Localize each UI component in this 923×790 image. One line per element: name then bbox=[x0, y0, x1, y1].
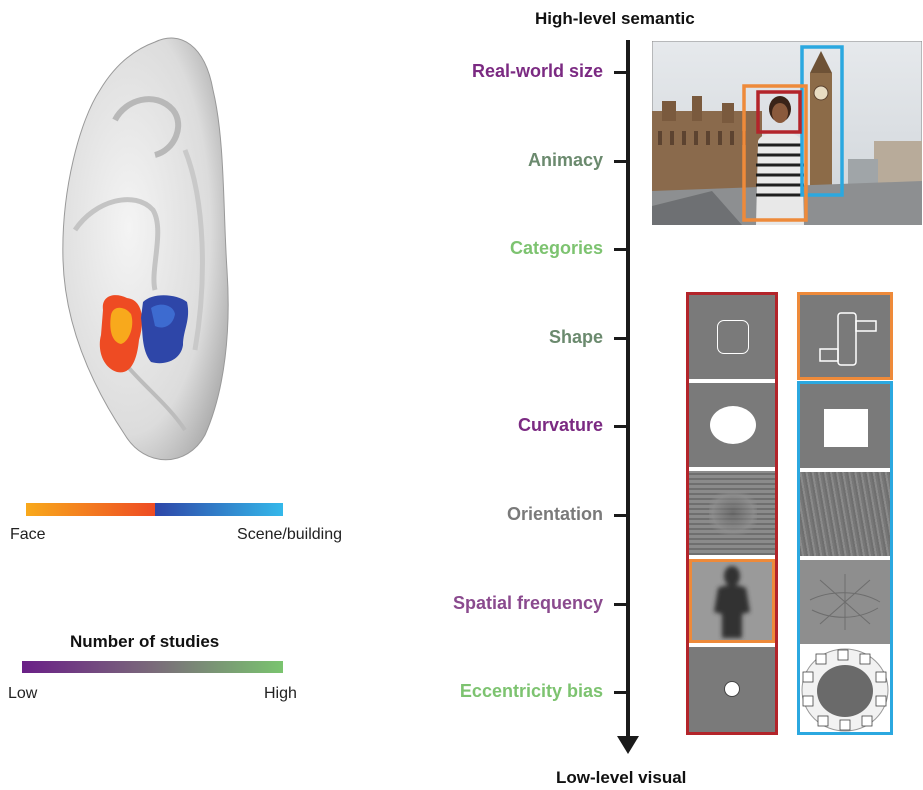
studies-legend-title: Number of studies bbox=[70, 632, 220, 651]
axis-line bbox=[626, 40, 630, 740]
scene-spatial-frequency-panel bbox=[800, 560, 890, 644]
edge-scene-texture bbox=[809, 574, 881, 630]
blurred-person-figure bbox=[714, 566, 750, 638]
scene-orientation-panel bbox=[800, 472, 890, 556]
brain-illustration bbox=[62, 37, 229, 461]
face-gradient bbox=[26, 503, 155, 516]
face-label: Face bbox=[10, 526, 46, 543]
rectangle-shape bbox=[824, 409, 868, 447]
tick-spatial-frequency bbox=[614, 603, 628, 606]
scene-stimulus-column bbox=[797, 381, 893, 735]
face-shape-panel bbox=[689, 295, 775, 379]
small-face-icon bbox=[724, 681, 740, 697]
category-colorbar bbox=[26, 503, 283, 516]
rounded-square-shape bbox=[717, 320, 749, 354]
tick-orientation bbox=[614, 514, 628, 517]
body-outline-shape bbox=[819, 312, 877, 366]
level-spatial-frequency: Spatial frequency bbox=[452, 593, 603, 613]
scene-eccentricity-panel bbox=[800, 648, 890, 732]
level-shape: Shape bbox=[548, 327, 603, 347]
scene-shape-box bbox=[797, 292, 893, 380]
face-spatial-frequency-panel bbox=[689, 559, 775, 643]
scene-gradient bbox=[154, 503, 283, 516]
face-curvature-panel bbox=[689, 383, 775, 467]
axis-bottom-label: Low-level visual bbox=[556, 768, 687, 787]
level-categories: Categories bbox=[509, 238, 603, 258]
tick-shape bbox=[614, 337, 628, 340]
body-frame bbox=[742, 84, 808, 222]
low-label: Low bbox=[8, 685, 38, 702]
scene-curvature-panel bbox=[800, 384, 890, 468]
level-eccentricity-bias: Eccentricity bias bbox=[459, 681, 603, 701]
level-real-world-size: Real-world size bbox=[471, 61, 603, 81]
high-label: High bbox=[264, 685, 297, 702]
face-frame bbox=[756, 90, 802, 134]
face-eccentricity-panel bbox=[689, 647, 775, 732]
face-stimulus-column bbox=[686, 292, 778, 735]
axis-arrowhead bbox=[617, 736, 639, 754]
tick-curvature bbox=[614, 425, 628, 428]
tick-real-world-size bbox=[614, 71, 628, 74]
face-orientation-panel bbox=[689, 471, 775, 555]
scene-building-label: Scene/building bbox=[237, 526, 342, 543]
ellipse-shape bbox=[710, 406, 756, 444]
studies-colorbar bbox=[22, 661, 283, 673]
tick-eccentricity-bias bbox=[614, 691, 628, 694]
street-scene-photo bbox=[652, 41, 922, 225]
level-animacy: Animacy bbox=[527, 150, 603, 170]
tick-animacy bbox=[614, 160, 628, 163]
level-orientation: Orientation bbox=[506, 504, 603, 524]
scene-frame bbox=[800, 45, 844, 197]
level-curvature: Curvature bbox=[517, 415, 603, 435]
axis-top-label: High-level semantic bbox=[535, 9, 695, 28]
house-ring-stimulus bbox=[801, 648, 889, 732]
tick-categories bbox=[614, 248, 628, 251]
